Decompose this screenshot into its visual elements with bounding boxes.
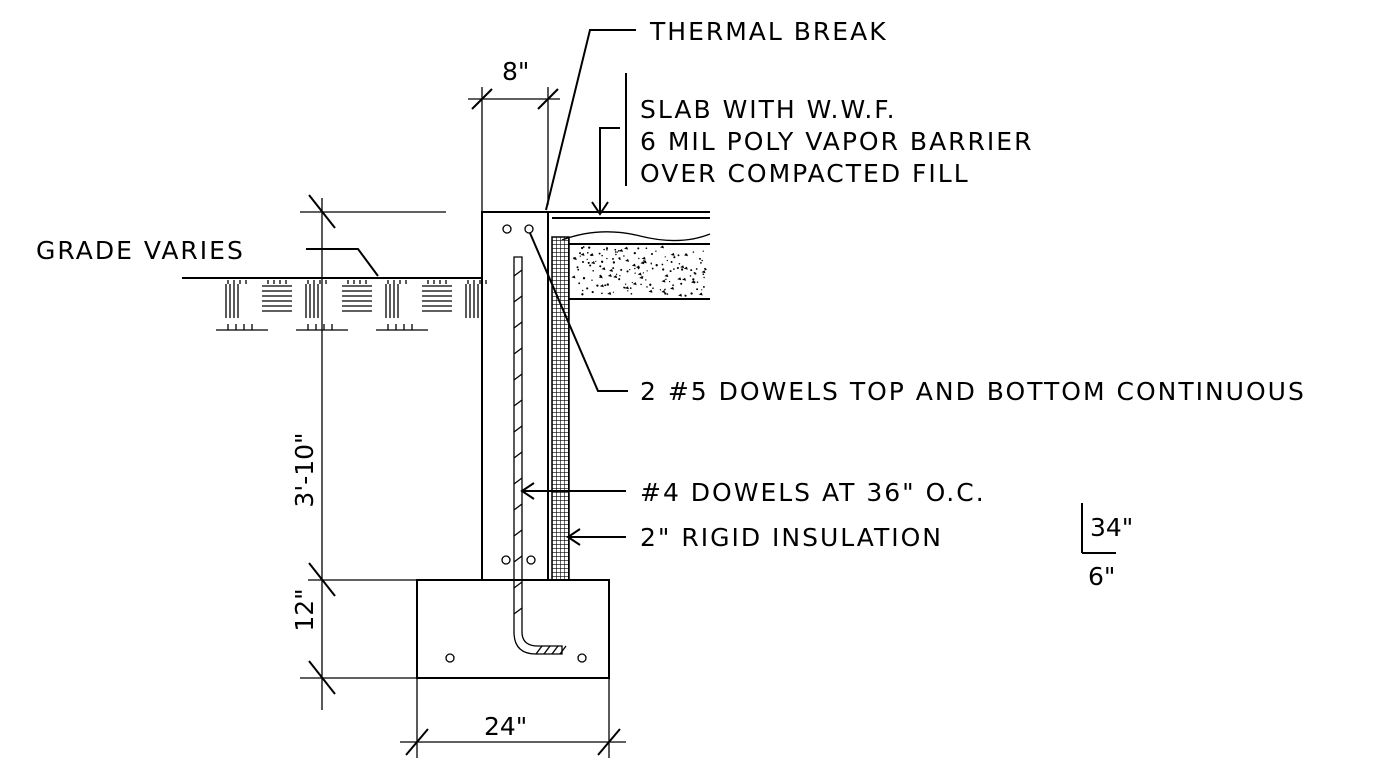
dim-wall-height: 3'-10" <box>290 432 319 507</box>
label-slab-line-2: 6 MIL POLY VAPOR BARRIER <box>640 127 1033 156</box>
slope-rise: 34" <box>1090 513 1133 542</box>
leader-lines <box>306 29 636 546</box>
label-grade: GRADE VARIES <box>36 236 245 265</box>
label-slab-line-3: OVER COMPACTED FILL <box>640 159 970 188</box>
label-slab-line-1: SLAB WITH W.W.F. <box>640 95 897 124</box>
dim-footing-width: 24" <box>484 712 527 741</box>
floor-slab <box>547 211 711 300</box>
slope-run: 6" <box>1088 562 1115 591</box>
label-dowels-5: 2 #5 DOWELS TOP AND BOTTOM CONTINUOUS <box>640 377 1306 406</box>
compacted-fill <box>571 245 707 297</box>
footing <box>416 579 610 679</box>
vertical-dowel <box>513 256 567 655</box>
dim-footing-height: 12" <box>290 588 319 631</box>
foundation-wall <box>481 211 549 581</box>
dimension-lines <box>300 87 1116 758</box>
label-dowels-4: #4 DOWELS AT 36" O.C. <box>640 478 986 507</box>
dim-wall-width: 8" <box>502 57 529 86</box>
label-insulation: 2" RIGID INSULATION <box>640 523 943 552</box>
label-thermal-break: THERMAL BREAK <box>649 17 888 46</box>
grade-earth <box>182 277 487 331</box>
